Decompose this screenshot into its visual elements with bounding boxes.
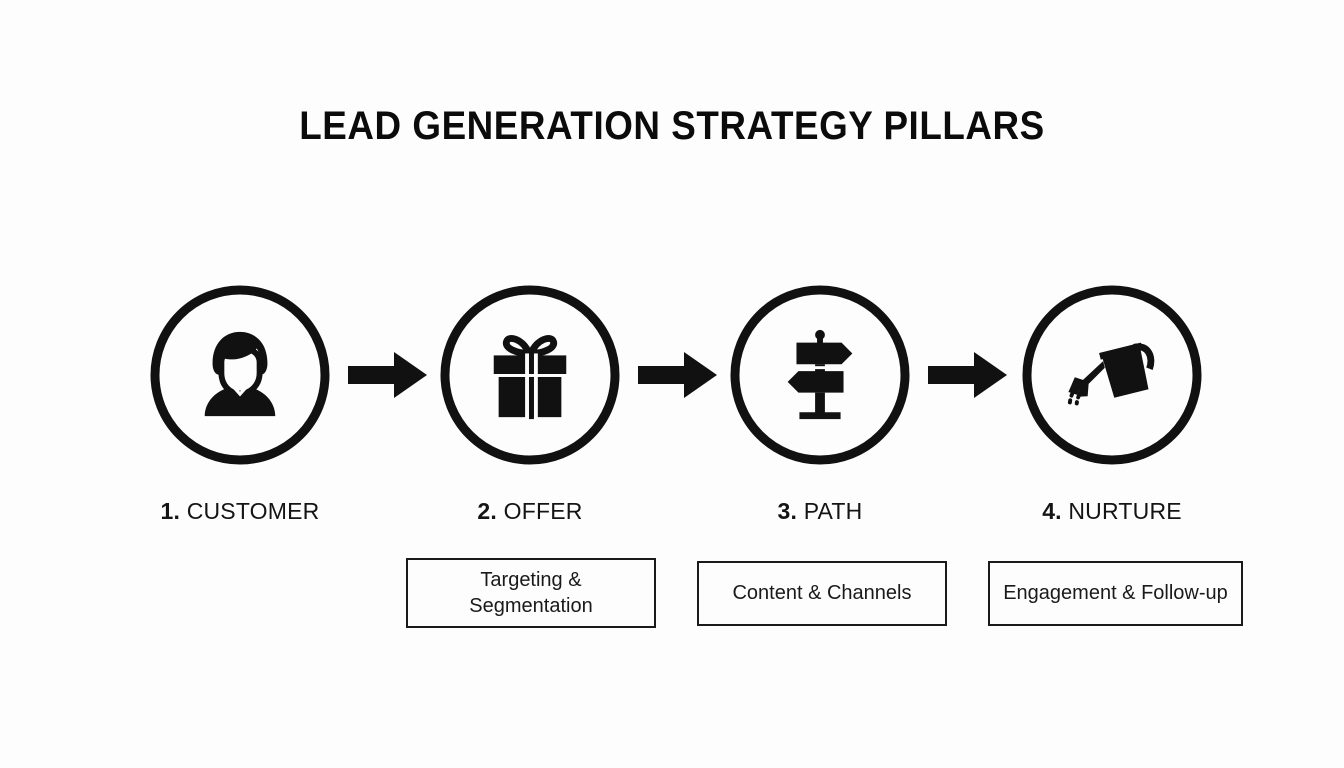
pillar-circle: [440, 285, 620, 465]
step-number-4: 4.: [1042, 498, 1062, 524]
step-number-1: 1.: [160, 498, 181, 524]
caption-box-offer: Targeting & Segmentation: [406, 558, 656, 628]
step-label-1: 1. CUSTOMER: [80, 498, 400, 525]
step-name-3: PATH: [803, 498, 863, 524]
flow-arrow-2: [638, 352, 717, 398]
caption-box-path: Content & Channels: [697, 561, 947, 626]
caption-text-offer: Targeting & Segmentation: [469, 567, 592, 620]
gift-icon: [493, 335, 567, 420]
pillar-2-offer[interactable]: [440, 285, 620, 465]
caption-text-path: Content & Channels: [732, 582, 912, 605]
caption-box-nurture: Engagement & Follow-up: [988, 561, 1243, 626]
watering-can-icon: [1067, 342, 1155, 406]
pillar-circle: [730, 285, 910, 465]
step-label-4: 4. NURTURE: [952, 498, 1272, 525]
pillar-circle: [1022, 285, 1202, 465]
signpost-icon: [787, 329, 853, 420]
step-number-2: 2.: [477, 498, 498, 524]
caption-text-nurture: Engagement & Follow-up: [1003, 582, 1228, 605]
pillar-1-customer[interactable]: [150, 285, 330, 465]
step-name-4: NURTURE: [1068, 498, 1182, 524]
step-number-3: 3.: [777, 498, 798, 524]
pillar-4-nurture[interactable]: [1022, 285, 1202, 465]
user-icon: [204, 331, 276, 417]
step-label-2: 2. OFFER: [370, 498, 690, 525]
page-title: LEAD GENERATION STRATEGY PILLARS: [299, 104, 1045, 148]
flow-arrow-1: [348, 352, 427, 398]
caption-line-1: Targeting &: [480, 568, 582, 591]
step-name-2: OFFER: [503, 498, 583, 524]
pillar-circle: [150, 285, 330, 465]
flow-arrow-3: [928, 352, 1007, 398]
step-name-1: CUSTOMER: [186, 498, 320, 524]
caption-line-2: Segmentation: [469, 595, 593, 617]
pillar-3-path[interactable]: [730, 285, 910, 465]
step-label-3: 3. PATH: [660, 498, 980, 525]
